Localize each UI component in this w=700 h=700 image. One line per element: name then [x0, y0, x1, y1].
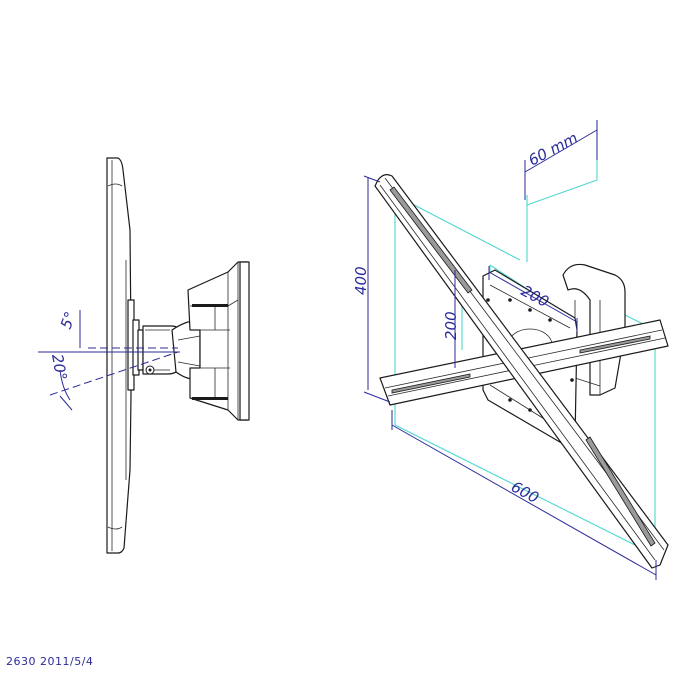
depth-label: 60 mm: [525, 129, 580, 170]
tilt-dimensions: 5° 20°: [38, 309, 180, 411]
height-max-label: 400: [352, 266, 370, 295]
perspective-view: [374, 120, 669, 569]
height-min-label: 200: [442, 311, 460, 340]
tilt-down-label: 20°: [48, 353, 70, 382]
width-max-label: 600: [508, 478, 542, 507]
drawing-footer: 2630 2011/5/4: [6, 655, 94, 668]
side-view: [106, 157, 250, 554]
tilt-up-label: 5°: [57, 309, 80, 331]
